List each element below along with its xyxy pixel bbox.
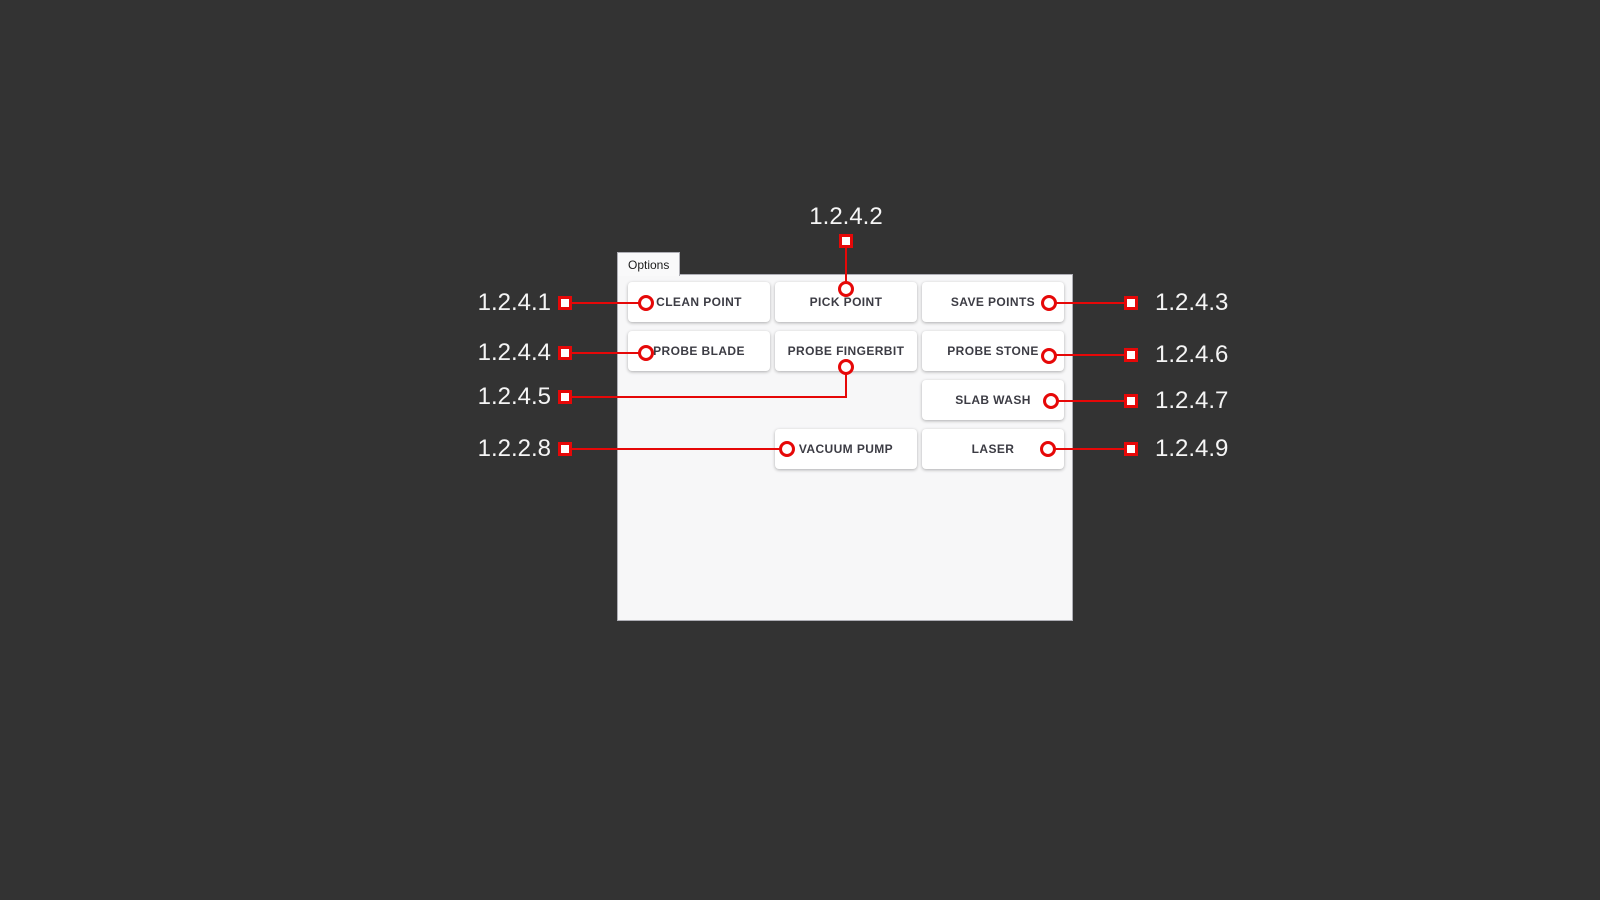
- callout-label: 1.2.4.1: [477, 289, 551, 316]
- callout-label: 1.2.4.7: [1155, 387, 1229, 414]
- button-probe-stone[interactable]: PROBE STONE: [922, 331, 1064, 371]
- button-save-points[interactable]: SAVE POINTS: [922, 282, 1064, 322]
- button-laser[interactable]: LASER: [922, 429, 1064, 469]
- button-probe-blade[interactable]: PROBE BLADE: [628, 331, 770, 371]
- callout-label: 1.2.4.5: [477, 383, 551, 410]
- button-vacuum-pump[interactable]: VACUUM PUMP: [775, 429, 917, 469]
- callout-square-marker: [1124, 394, 1138, 408]
- callout-label: 1.2.4.2: [809, 203, 883, 230]
- callout-square-marker: [558, 296, 572, 310]
- callout-label: 1.2.4.4: [477, 339, 551, 366]
- tab-options[interactable]: Options: [617, 252, 681, 276]
- callout-label: 1.2.4.3: [1155, 289, 1229, 316]
- tab-options-label: Options: [628, 257, 670, 272]
- callout-square-marker: [1124, 442, 1138, 456]
- button-probe-fingerbit[interactable]: PROBE FINGERBIT: [775, 331, 917, 371]
- callout-label: 1.2.4.6: [1155, 341, 1229, 368]
- button-pick-point[interactable]: PICK POINT: [775, 282, 917, 322]
- callout-square-marker: [558, 346, 572, 360]
- button-slab-wash[interactable]: SLAB WASH: [922, 380, 1064, 420]
- callout-square-marker: [1124, 348, 1138, 362]
- button-clean-point[interactable]: CLEAN POINT: [628, 282, 770, 322]
- callout-label: 1.2.4.9: [1155, 435, 1229, 462]
- callout-square-marker: [839, 234, 853, 248]
- callout-square-marker: [1124, 296, 1138, 310]
- callout-square-marker: [558, 390, 572, 404]
- callout-square-marker: [558, 442, 572, 456]
- callout-label: 1.2.2.8: [477, 435, 551, 462]
